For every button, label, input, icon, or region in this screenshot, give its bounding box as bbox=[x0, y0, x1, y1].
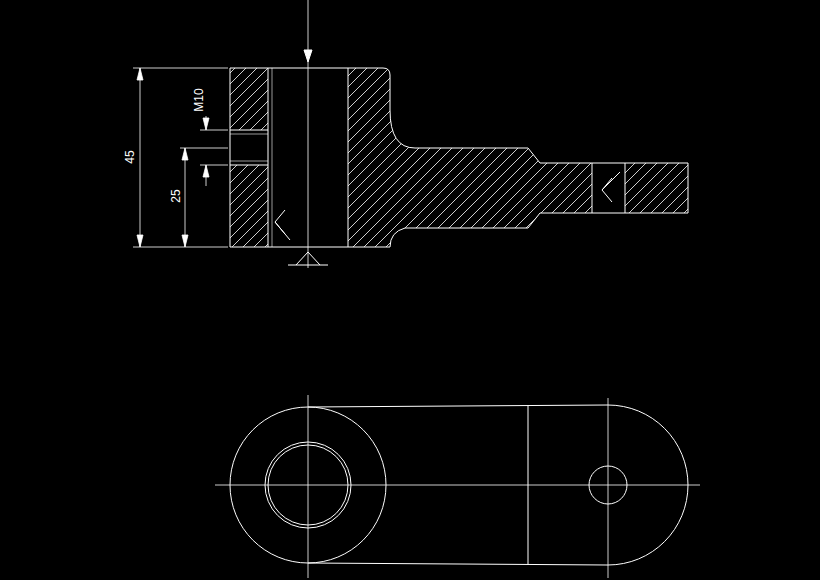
hatch-line bbox=[648, 60, 820, 260]
roughness-symbol bbox=[275, 210, 290, 240]
hatch-line bbox=[637, 60, 820, 260]
hatch-line bbox=[0, 60, 166, 260]
hatch-line bbox=[549, 60, 749, 260]
hatch-line bbox=[21, 60, 221, 260]
hatch-line bbox=[439, 60, 639, 260]
hatch-line bbox=[274, 60, 474, 260]
hatch-line bbox=[681, 60, 820, 260]
hatch-line bbox=[252, 60, 452, 260]
hatch-line bbox=[714, 60, 820, 260]
hatch-line bbox=[670, 60, 820, 260]
hatch-line bbox=[307, 60, 507, 260]
hatch-line bbox=[153, 60, 353, 260]
hatch-line bbox=[10, 60, 210, 260]
hatch-line bbox=[0, 60, 144, 260]
hatch-line bbox=[120, 60, 320, 260]
hatch-line bbox=[142, 60, 342, 260]
bore-edges bbox=[230, 68, 625, 247]
hatch-line bbox=[0, 60, 111, 260]
hatch-line bbox=[98, 60, 298, 260]
dimension-m10 bbox=[200, 116, 228, 186]
hatch-line bbox=[703, 60, 820, 260]
hatch-line bbox=[43, 60, 243, 260]
hatch-line bbox=[692, 60, 820, 260]
hatch-line bbox=[54, 60, 254, 260]
hatch-line bbox=[329, 60, 529, 260]
hatch-line bbox=[505, 60, 705, 260]
hatch-line bbox=[736, 60, 820, 260]
hatch-line bbox=[318, 60, 518, 260]
hatch-line bbox=[263, 60, 463, 260]
dimension-text: 25 bbox=[170, 189, 182, 202]
center-line bbox=[308, 0, 309, 268]
hatch-line bbox=[615, 60, 815, 260]
hatch-line bbox=[109, 60, 309, 260]
hatch-line bbox=[87, 60, 287, 260]
hatch-line bbox=[373, 60, 573, 260]
section-hatching bbox=[0, 60, 820, 260]
hatch-line bbox=[186, 60, 386, 260]
dimension-text: M10 bbox=[193, 88, 205, 111]
hatch-line bbox=[725, 60, 820, 260]
hatch-line bbox=[197, 60, 397, 260]
hatch-line bbox=[219, 60, 419, 260]
hatch-line bbox=[406, 60, 606, 260]
hatch-line bbox=[65, 60, 265, 260]
hatch-line bbox=[813, 60, 820, 260]
roughness-symbol bbox=[602, 172, 620, 202]
hatch-line bbox=[0, 60, 155, 260]
hatch-line bbox=[538, 60, 738, 260]
hatch-line bbox=[384, 60, 584, 260]
hatch-line bbox=[494, 60, 694, 260]
hatch-line bbox=[0, 60, 133, 260]
hatch-line bbox=[604, 60, 804, 260]
hatch-line bbox=[560, 60, 760, 260]
hatch-line bbox=[351, 60, 551, 260]
hatch-line bbox=[296, 60, 496, 260]
hatch-line bbox=[340, 60, 540, 260]
section-outline bbox=[230, 68, 688, 247]
hatch-line bbox=[769, 60, 820, 260]
hatch-line bbox=[395, 60, 595, 260]
hatch-line bbox=[285, 60, 485, 260]
hatch-line bbox=[450, 60, 650, 260]
hatch-line bbox=[516, 60, 716, 260]
hatch-line bbox=[758, 60, 820, 260]
hatch-line bbox=[0, 60, 177, 260]
dimension-text: 45 bbox=[124, 150, 136, 163]
hatch-line bbox=[241, 60, 441, 260]
hatch-line bbox=[0, 60, 122, 260]
hatch-line bbox=[747, 60, 820, 260]
hatch-line bbox=[32, 60, 232, 260]
hatch-line bbox=[472, 60, 672, 260]
hatch-line bbox=[582, 60, 782, 260]
dimension-25 bbox=[180, 148, 228, 247]
hatch-line bbox=[780, 60, 820, 260]
hatch-line bbox=[527, 60, 727, 260]
hatch-line bbox=[791, 60, 820, 260]
hatch-line bbox=[0, 60, 188, 260]
plan-view bbox=[215, 395, 700, 578]
hatch-line bbox=[175, 60, 375, 260]
roughness-symbol bbox=[288, 252, 328, 265]
hatch-line bbox=[461, 60, 661, 260]
hatch-line bbox=[571, 60, 771, 260]
dimension-45 bbox=[133, 68, 228, 247]
direction-arrow bbox=[304, 50, 312, 62]
hatch-line bbox=[0, 60, 100, 260]
hatch-line bbox=[802, 60, 820, 260]
hatch-line bbox=[164, 60, 364, 260]
hatch-line bbox=[131, 60, 331, 260]
hatch-line bbox=[76, 60, 276, 260]
hatch-line bbox=[659, 60, 820, 260]
hatch-line bbox=[362, 60, 562, 260]
hatch-line bbox=[428, 60, 628, 260]
hatch-line bbox=[417, 60, 617, 260]
hatch-line bbox=[593, 60, 793, 260]
hatch-line bbox=[626, 60, 820, 260]
hatch-line bbox=[0, 60, 199, 260]
hatch-line bbox=[483, 60, 683, 260]
